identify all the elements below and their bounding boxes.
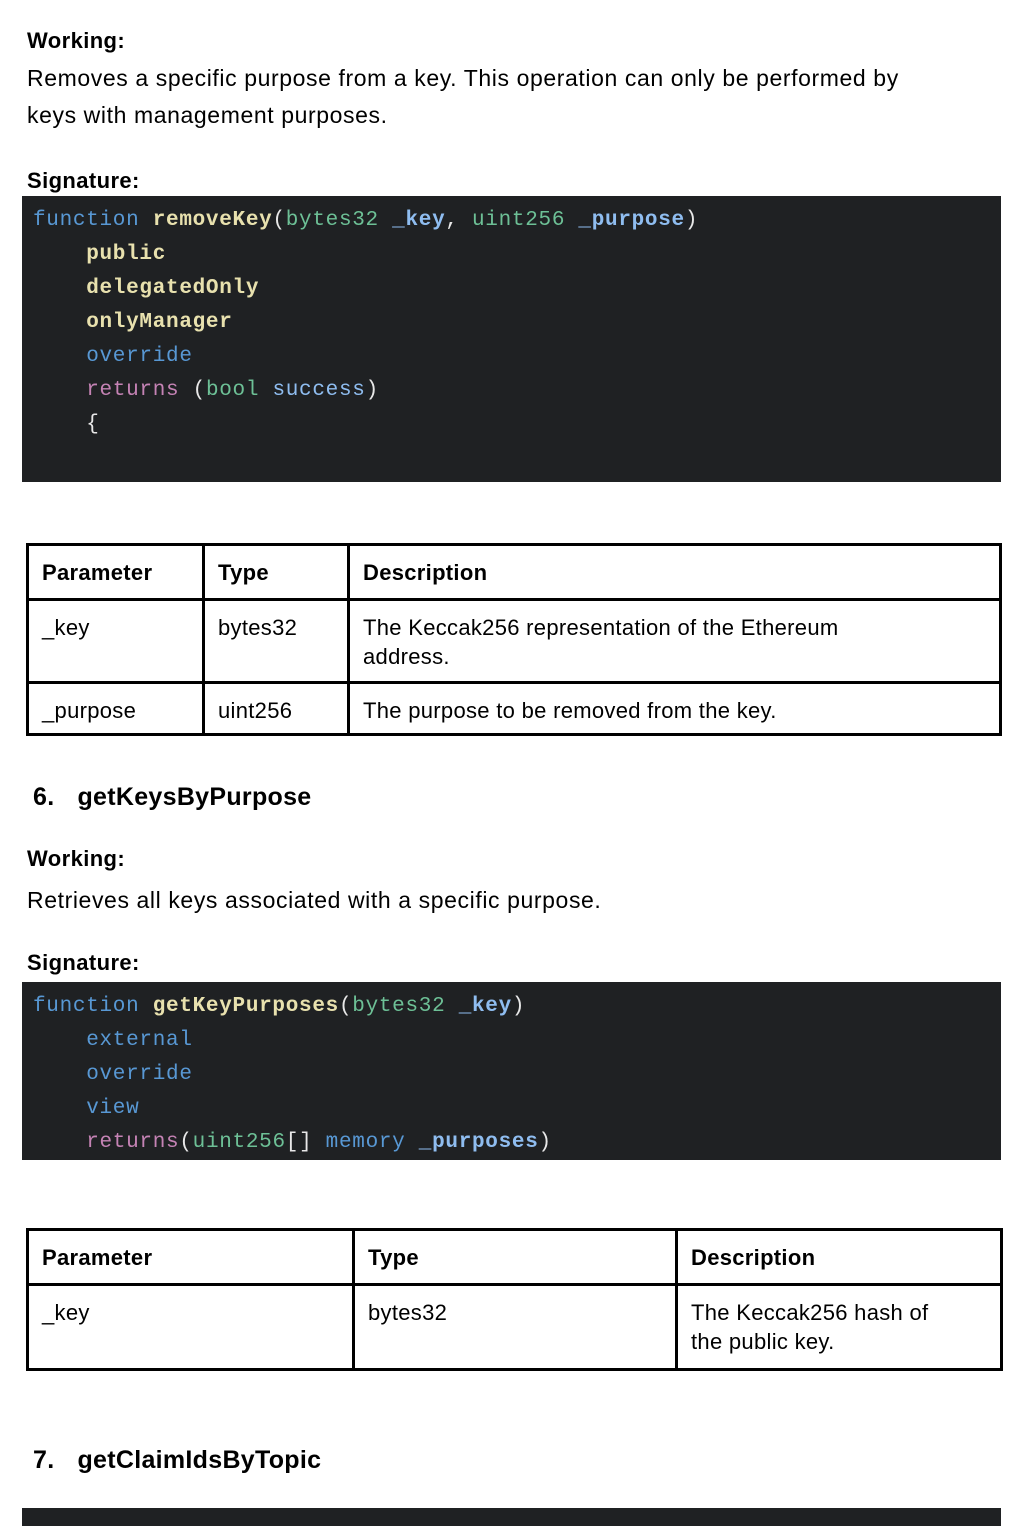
code-line: override [33, 1058, 991, 1092]
paragraph-line: Removes a specific purpose from a key. T… [27, 65, 899, 91]
paragraph-line: Retrieves all keys associated with a spe… [27, 887, 602, 913]
code-token-keyword: override [33, 345, 193, 368]
signature-heading-getkeysbypurpose: Signature: [27, 950, 140, 975]
table-header-cell: Parameter [26, 1228, 355, 1286]
table-header-cell: Description [675, 1228, 1003, 1286]
table-cell: bytes32 [352, 1283, 678, 1371]
working-paragraph-getkeysbypurpose: Retrieves all keys associated with a spe… [27, 882, 601, 919]
code-line: view [33, 1092, 991, 1126]
code-token-punct: ) [511, 995, 526, 1018]
code-token-type: uint256 [192, 1131, 286, 1154]
code-block-removekey-signature: function removeKey(bytes32 _key, uint256… [22, 196, 1001, 482]
code-line: onlyManager [33, 306, 991, 340]
section-heading-getclaimidsbytopic: 7. getClaimIdsByTopic [33, 1446, 321, 1475]
table-cell: bytes32 [202, 598, 350, 684]
code-token-returns: returns [33, 1131, 180, 1154]
table-row: _purpose uint256 The purpose to be removed… [26, 681, 1002, 736]
table-cell-text: The purpose to be removed from the key. [363, 698, 777, 723]
table-cell-text: bytes32 [368, 1300, 448, 1325]
code-token-name: delegatedOnly [33, 277, 260, 300]
code-token-type: bytes32 [352, 995, 446, 1018]
code-token-param: _key [378, 209, 446, 232]
next-code-block-edge [22, 1508, 1001, 1526]
code-token-punct: { [33, 413, 100, 436]
code-token-keyword: view [33, 1097, 140, 1120]
table-row: _key bytes32 The Keccak256 hash of the pub… [26, 1283, 1003, 1371]
table-cell: The Keccak256 representation of the Ethe… [347, 598, 1002, 684]
code-token-returns: returns [33, 379, 180, 402]
table-row: _key bytes32 The Keccak256 representation … [26, 598, 1002, 684]
code-token-type: bool [205, 379, 260, 402]
paragraph-line: keys with management purposes. [27, 102, 388, 128]
table-header-cell: Type [352, 1228, 678, 1286]
code-line: { [33, 408, 991, 442]
code-token-punct: ( [272, 209, 286, 232]
section-number: 7. [33, 1446, 55, 1474]
code-token-param: _purposes [405, 1131, 539, 1154]
code-line: returns (bool success) [33, 374, 991, 408]
table-cell: _key [26, 598, 205, 684]
working-paragraph-removekey: Removes a specific purpose from a key. T… [27, 60, 899, 134]
table-cell-text: uint256 [218, 698, 293, 723]
table-cell-text: _key [42, 1300, 90, 1325]
code-line: override [33, 340, 991, 374]
section-number: 6. [33, 783, 55, 811]
code-token-type: bytes32 [285, 209, 379, 232]
section-title: getKeysByPurpose [77, 783, 312, 811]
code-token-punct: ) [365, 379, 379, 402]
code-token-keyword: override [33, 1063, 193, 1086]
section-title: getClaimIdsByTopic [77, 1446, 322, 1474]
table-cell: The purpose to be removed from the key. [347, 681, 1002, 736]
code-token-punct: ( [338, 995, 353, 1018]
table-cell-text: _key [42, 615, 90, 640]
code-token-punct: [] [285, 1131, 326, 1154]
code-line: returns(uint256[] memory _purposes) [33, 1126, 991, 1160]
code-token-name: public [33, 243, 167, 266]
code-line: function getKeyPurposes(bytes32 _key) [33, 990, 991, 1024]
code-token-param: success [259, 379, 366, 402]
code-line: external [33, 1024, 991, 1058]
working-heading-removekey: Working: [27, 28, 126, 53]
table-header-cell: Type [202, 543, 350, 601]
table-cell: _key [26, 1283, 355, 1371]
code-token-keyword: function [33, 209, 153, 232]
code-token-param: _purpose [565, 209, 685, 232]
code-token-punct: , [445, 209, 459, 232]
code-token-punct: ) [538, 1131, 552, 1154]
signature-heading-removekey: Signature: [27, 168, 140, 193]
table-cell-text: The Keccak256 hash of the public key. [691, 1300, 929, 1354]
code-token-keyword: memory [325, 1131, 406, 1154]
code-line: public [33, 238, 991, 272]
table-header-cell: Description [347, 543, 1002, 601]
code-token-punct: ( [179, 379, 206, 402]
code-token-keyword: external [33, 1029, 193, 1052]
table-header-cell: Parameter [26, 543, 205, 601]
table-cell: The Keccak256 hash of the public key. [675, 1283, 1003, 1371]
section-heading-getkeysbypurpose: 6. getKeysByPurpose [33, 783, 312, 812]
code-token-name: getKeyPurposes [152, 995, 339, 1018]
code-token-punct: ( [179, 1131, 193, 1154]
code-block-getkeypurposes-signature: function getKeyPurposes(bytes32 _key) ex… [22, 982, 1001, 1160]
table-cell-text: _purpose [42, 698, 137, 723]
table-cell-text: The Keccak256 representation of the Ethe… [363, 615, 839, 669]
code-token-punct: ) [684, 209, 699, 232]
code-token-name: removeKey [152, 209, 273, 232]
code-token-type: uint256 [458, 209, 566, 232]
code-token-keyword: function [33, 995, 153, 1018]
working-heading-getkeysbypurpose: Working: [27, 846, 126, 871]
code-token-param: _key [445, 995, 512, 1018]
table-cell: _purpose [26, 681, 205, 736]
code-line: delegatedOnly [33, 272, 991, 306]
code-line: function removeKey(bytes32 _key, uint256… [33, 204, 991, 238]
table-cell-text: bytes32 [218, 615, 298, 640]
code-token-name: onlyManager [33, 311, 233, 334]
table-cell: uint256 [202, 681, 350, 736]
